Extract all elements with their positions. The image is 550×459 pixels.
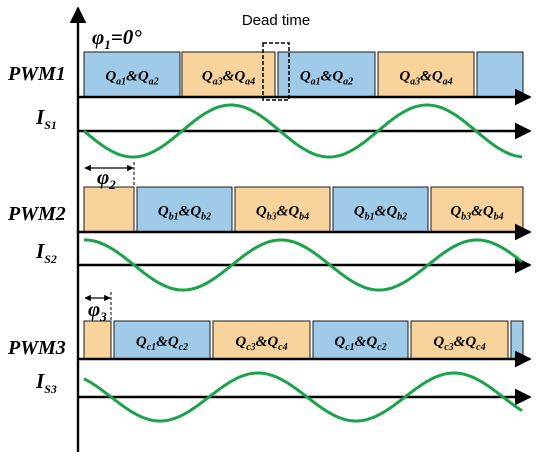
pwm2-pulse-3-label: Qb3&Qb4 — [256, 204, 309, 223]
pwm3-pulse-3-label: Qc3&Qc4 — [235, 334, 287, 353]
pwm2-pulse-4 — [332, 186, 429, 233]
pwm2-pulse-1 — [83, 186, 135, 233]
pwm3-pulse-5 — [410, 320, 509, 360]
pwm1-pulse-2-label: Qa3&Qa4 — [202, 69, 255, 88]
pwm3-pulse-6 — [510, 320, 524, 360]
dead-time-box — [262, 42, 290, 101]
is3-label: IS3 — [35, 369, 57, 396]
pwm1-pulse-3 — [277, 51, 376, 98]
pwm1-label: PWM1 — [7, 63, 66, 85]
pwm2-label: PWM2 — [7, 203, 66, 225]
is1-current-wave — [83, 103, 523, 159]
pwm3-label: PWM3 — [7, 337, 66, 359]
horizontal-axes-layer — [78, 88, 532, 406]
pwm2-pulse-2-label: Qb1&Qb2 — [158, 204, 211, 223]
pwm2-pulse-5 — [430, 186, 524, 233]
pwm3-pulse-5-label: Qc3&Qc4 — [433, 334, 485, 353]
pwm2-pulse-4-label: Qb1&Qb2 — [354, 204, 407, 223]
dead-time-annotation: Dead time — [242, 12, 310, 101]
pwm2-pulse-5-label: Qb3&Qb4 — [450, 204, 503, 223]
pwm1-pulse-3-label: Qa1&Qa2 — [300, 69, 353, 88]
pwm3-pulse-2-label: Qc1&Qc2 — [136, 334, 188, 353]
is2-label: IS2 — [35, 239, 57, 266]
is2-current-wave — [84, 238, 523, 292]
pwm3-pulse-4 — [312, 320, 409, 360]
phase3-label: φ3 — [88, 297, 107, 324]
pwm1-pulse-4 — [377, 51, 475, 98]
pwm1-pulse-5 — [476, 51, 524, 98]
current-waves-layer — [83, 103, 523, 423]
pwm3-pulse-1 — [83, 320, 112, 360]
pwm1-pulse-1-label: Qa1&Qa2 — [105, 69, 158, 88]
pwm2-pulse-2 — [136, 186, 233, 233]
dead-time-label: Dead time — [242, 12, 310, 29]
phase2-label: φ2 — [97, 165, 116, 192]
phase1-label: φ1=0° — [92, 25, 142, 52]
is1-label: IS1 — [35, 105, 57, 132]
is3-current-wave — [83, 371, 523, 423]
pwm3-pulse-4-label: Qc1&Qc2 — [334, 334, 386, 353]
pwm1-pulse-4-label: Qa3&Qa4 — [399, 69, 452, 88]
